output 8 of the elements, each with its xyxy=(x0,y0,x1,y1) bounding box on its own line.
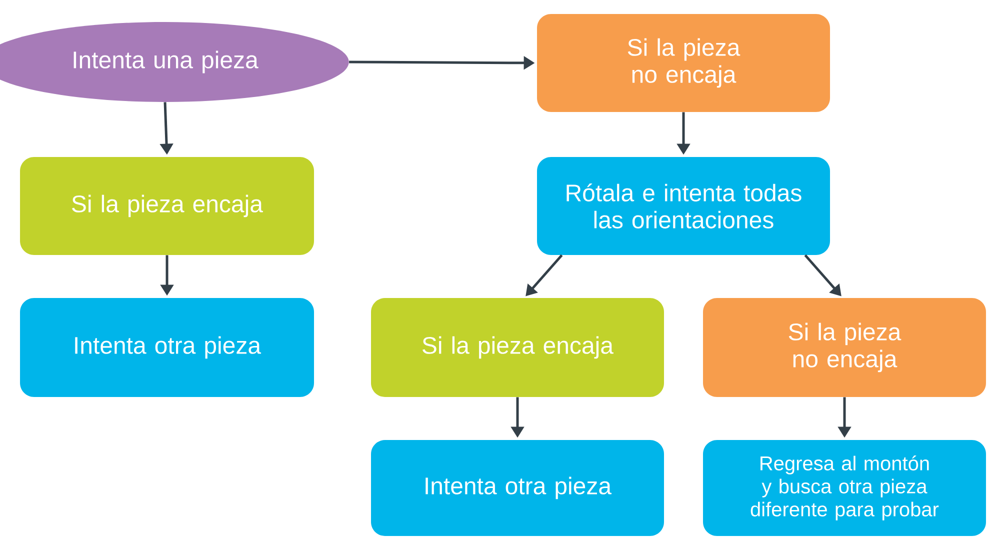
process-box: Intenta otra pieza xyxy=(20,298,314,397)
process-box: Intenta otra pieza xyxy=(371,440,664,536)
process-box: Rótala e intenta todas las orientaciones xyxy=(537,157,830,255)
process-box: Si la pieza no encaja xyxy=(537,14,830,112)
process-box: Si la pieza encaja xyxy=(371,298,664,397)
process-box: Si la pieza encaja xyxy=(20,157,314,255)
process-box: Si la pieza no encaja xyxy=(703,298,986,397)
process-box: Regresa al montón y busca otra pieza diferente para probar xyxy=(703,440,986,536)
